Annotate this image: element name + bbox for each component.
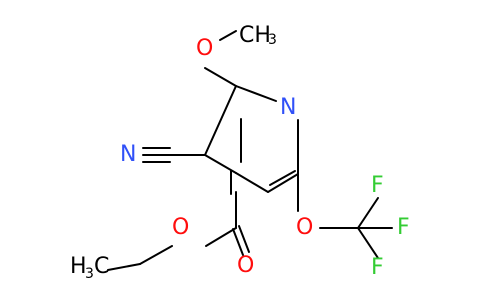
bond-carbonyl-double-2 bbox=[238, 225, 250, 253]
ethyl-ch3-subscript: 3 bbox=[85, 266, 94, 282]
fluorine-right-label: F bbox=[397, 215, 410, 240]
ether-o-label: O bbox=[296, 215, 313, 240]
ester-group: O O H 3 C bbox=[70, 191, 254, 282]
bond-omethoxy-ch3 bbox=[219, 30, 237, 41]
methoxy-ch3-label: CH bbox=[239, 23, 271, 48]
bond-c4-c3 bbox=[204, 154, 237, 174]
nitrile-n-label: N bbox=[120, 142, 136, 167]
nitrile-group: N bbox=[120, 142, 206, 167]
bond-c3-c2 bbox=[204, 85, 237, 156]
bond-ccf3-fbottom bbox=[357, 227, 379, 259]
methoxy-o-label: O bbox=[196, 36, 213, 61]
bond-carbonyl-double-1 bbox=[232, 228, 244, 256]
ethyl-ch3-c-label: C bbox=[94, 254, 109, 279]
ring-bonds bbox=[204, 85, 299, 195]
bond-c2-omethoxy bbox=[204, 67, 237, 87]
bond-ethyl-ch3 bbox=[107, 263, 141, 271]
trifluoromethoxy-group: O F F F bbox=[296, 173, 410, 280]
ester-o-single-label: O bbox=[172, 215, 189, 240]
bond-ccf3-ftop bbox=[357, 197, 379, 229]
bond-c5-c4 bbox=[235, 172, 269, 193]
bond-c6-c5 bbox=[267, 173, 299, 193]
ring-nitrogen-label: N bbox=[280, 95, 296, 120]
fluorine-bottom-label: F bbox=[371, 255, 384, 280]
fluorine-top-label: F bbox=[371, 173, 384, 198]
bond-inner-2 bbox=[269, 170, 296, 186]
bond-ccarbonyl-osingle bbox=[205, 227, 237, 247]
methoxy-group: O CH 3 bbox=[196, 23, 277, 87]
ester-o-double-label: O bbox=[237, 253, 254, 278]
bond-c2-n1 bbox=[235, 85, 277, 102]
methoxy-ch3-subscript: 3 bbox=[268, 32, 277, 48]
bond-osingle-ethyl bbox=[139, 245, 173, 265]
ethyl-ch3-h-label: H bbox=[70, 254, 87, 279]
